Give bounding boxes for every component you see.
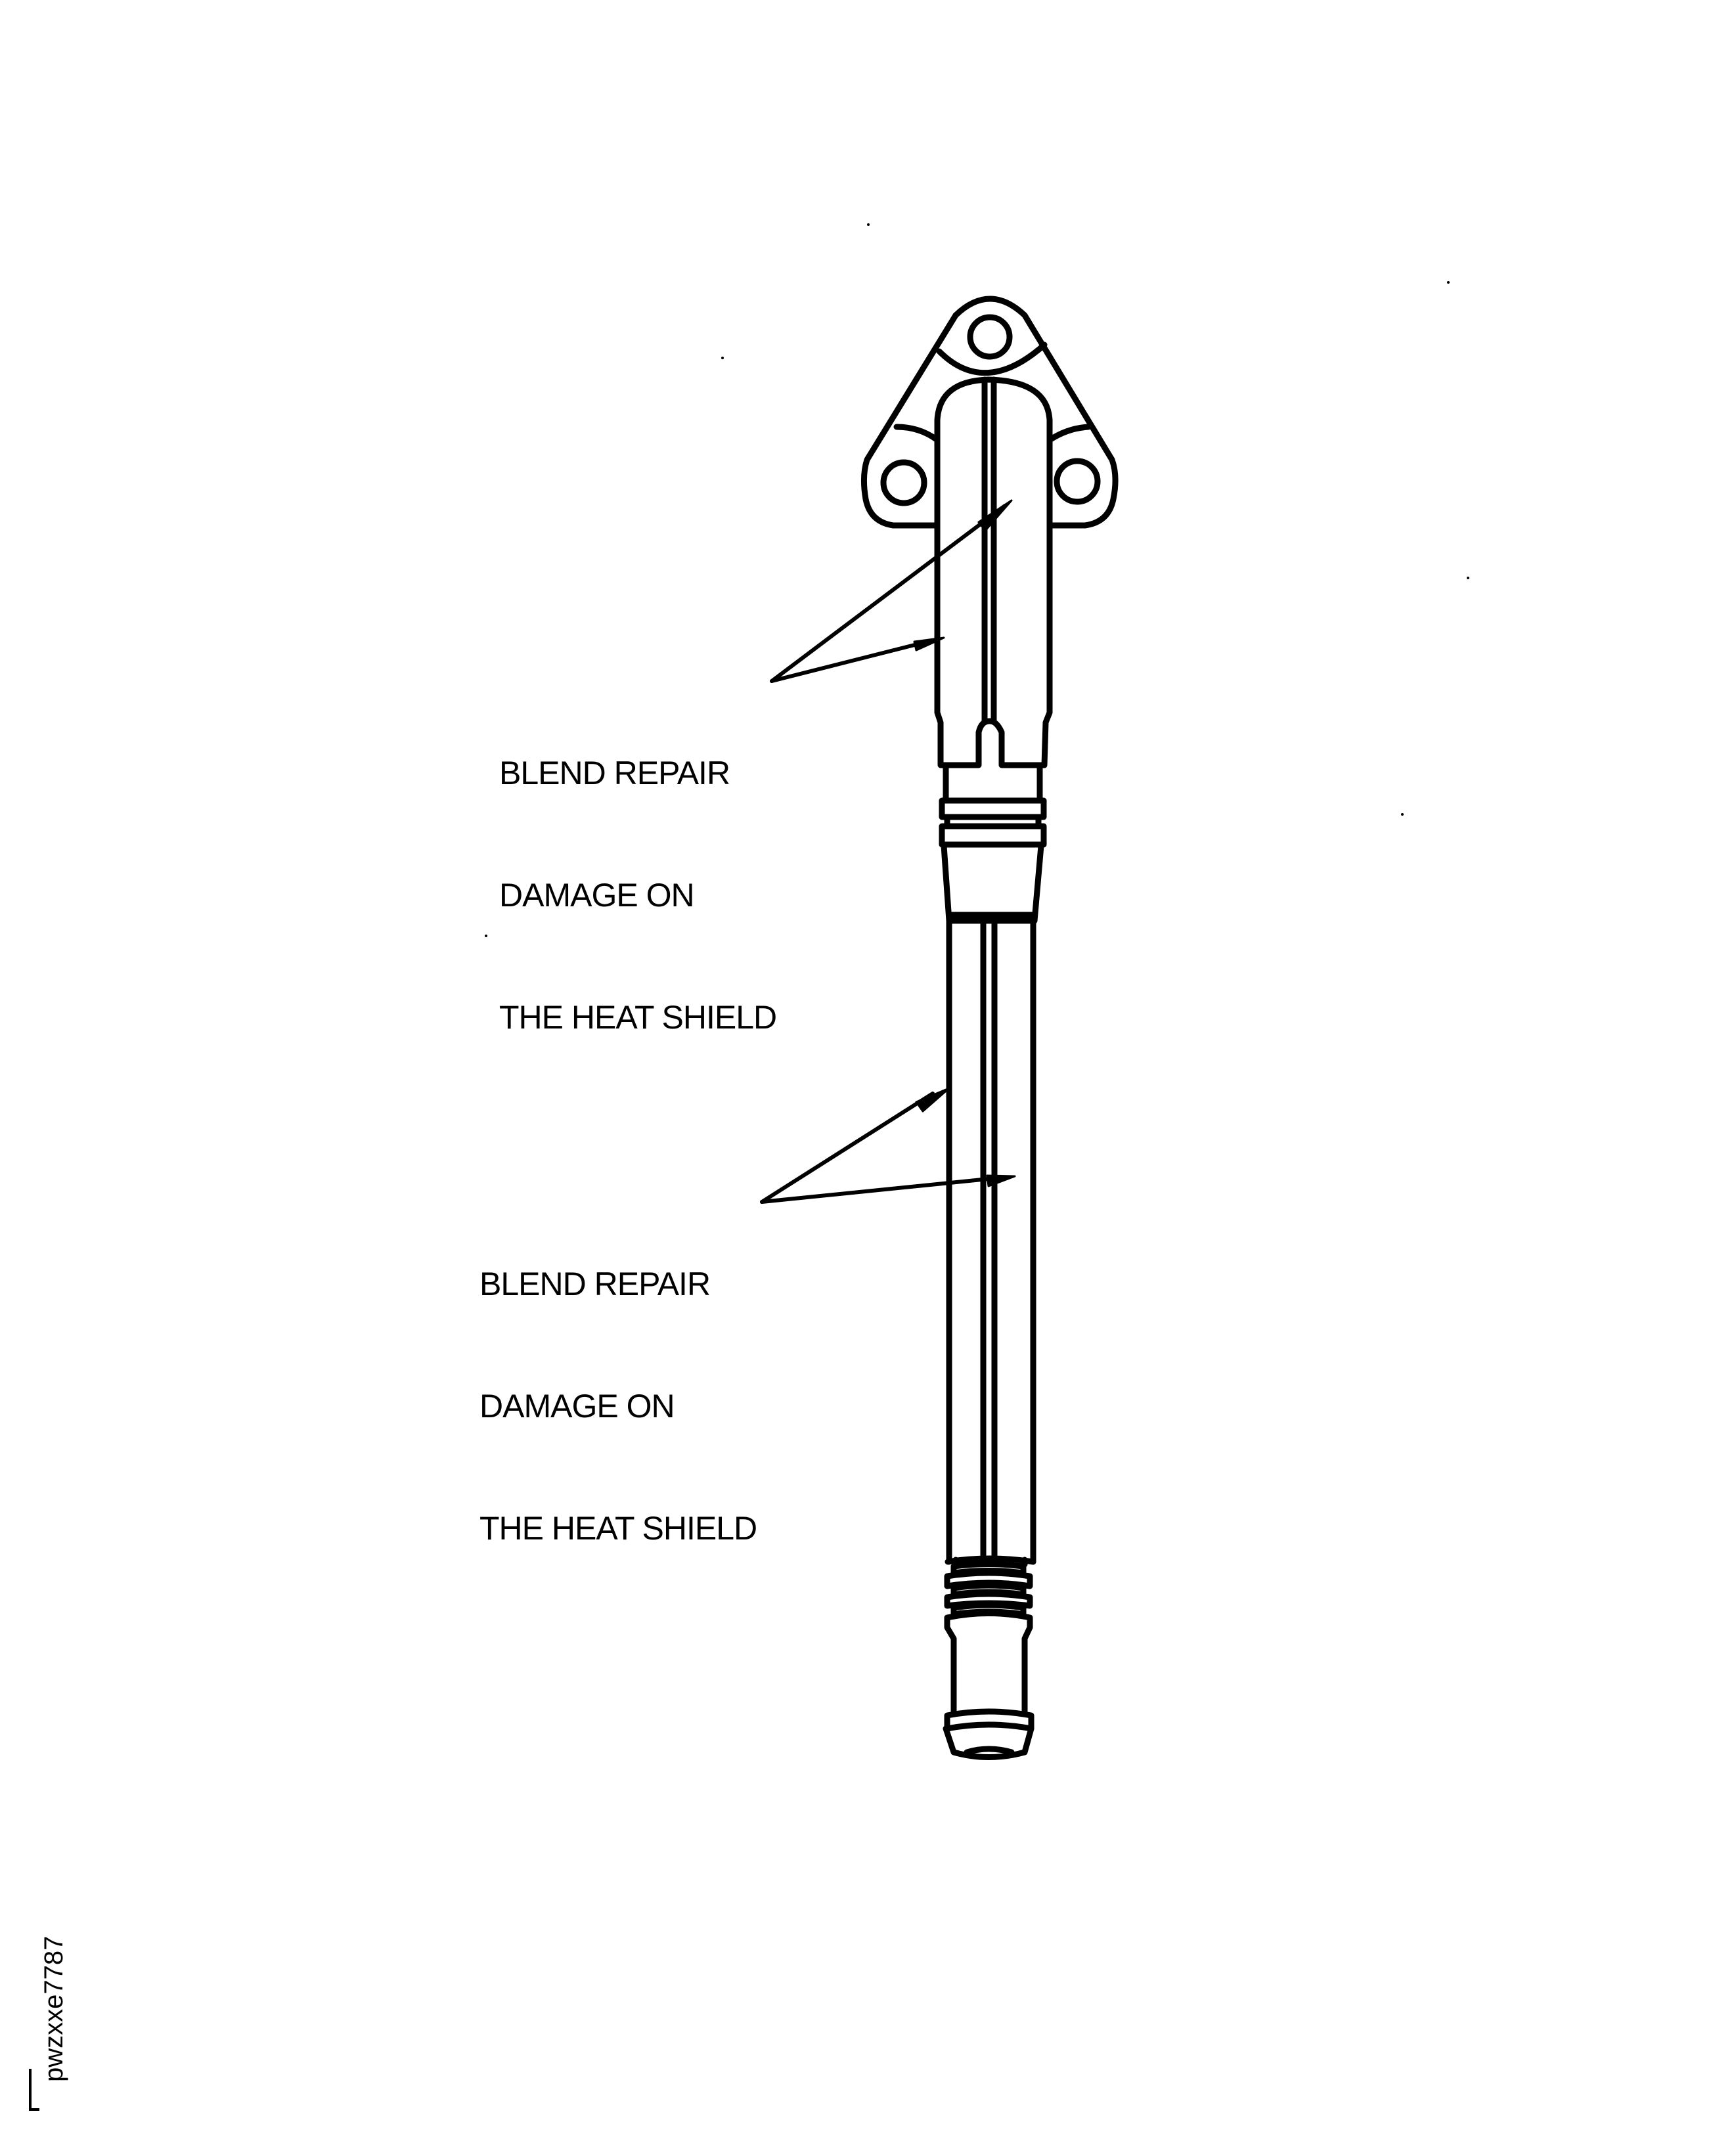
figure-id: pwzxxe7787 xyxy=(39,1935,68,2082)
collar-rings xyxy=(939,762,1047,924)
figure-id-bracket xyxy=(29,2069,39,2111)
upper-callout-line-2: DAMAGE ON xyxy=(499,877,695,914)
lower-callout-line-2: DAMAGE ON xyxy=(479,1388,675,1425)
bolt-hole-top xyxy=(967,314,1013,360)
lower-callout-line-1: BLEND REPAIR xyxy=(479,1266,711,1302)
bolt-hole-left xyxy=(880,459,927,506)
upper-callout-leaders xyxy=(770,499,1013,683)
lower-callout-label: BLEND REPAIR DAMAGE ON THE HEAT SHIELD xyxy=(479,1182,757,1589)
upper-heat-shield xyxy=(934,376,1053,768)
lower-heat-shield xyxy=(946,912,1036,1565)
bolt-hole-right xyxy=(1054,458,1101,505)
upper-callout-line-1: BLEND REPAIR xyxy=(499,755,730,791)
mounting-flange xyxy=(860,296,1119,529)
scan-specks xyxy=(485,223,1469,937)
end-fitting xyxy=(943,1555,1036,1760)
upper-callout-label: BLEND REPAIR DAMAGE ON THE HEAT SHIELD xyxy=(499,671,777,1078)
lower-callout-line-3: THE HEAT SHIELD xyxy=(479,1510,757,1547)
upper-callout-line-3: THE HEAT SHIELD xyxy=(499,999,777,1036)
lower-callout-leaders xyxy=(760,1087,1016,1204)
